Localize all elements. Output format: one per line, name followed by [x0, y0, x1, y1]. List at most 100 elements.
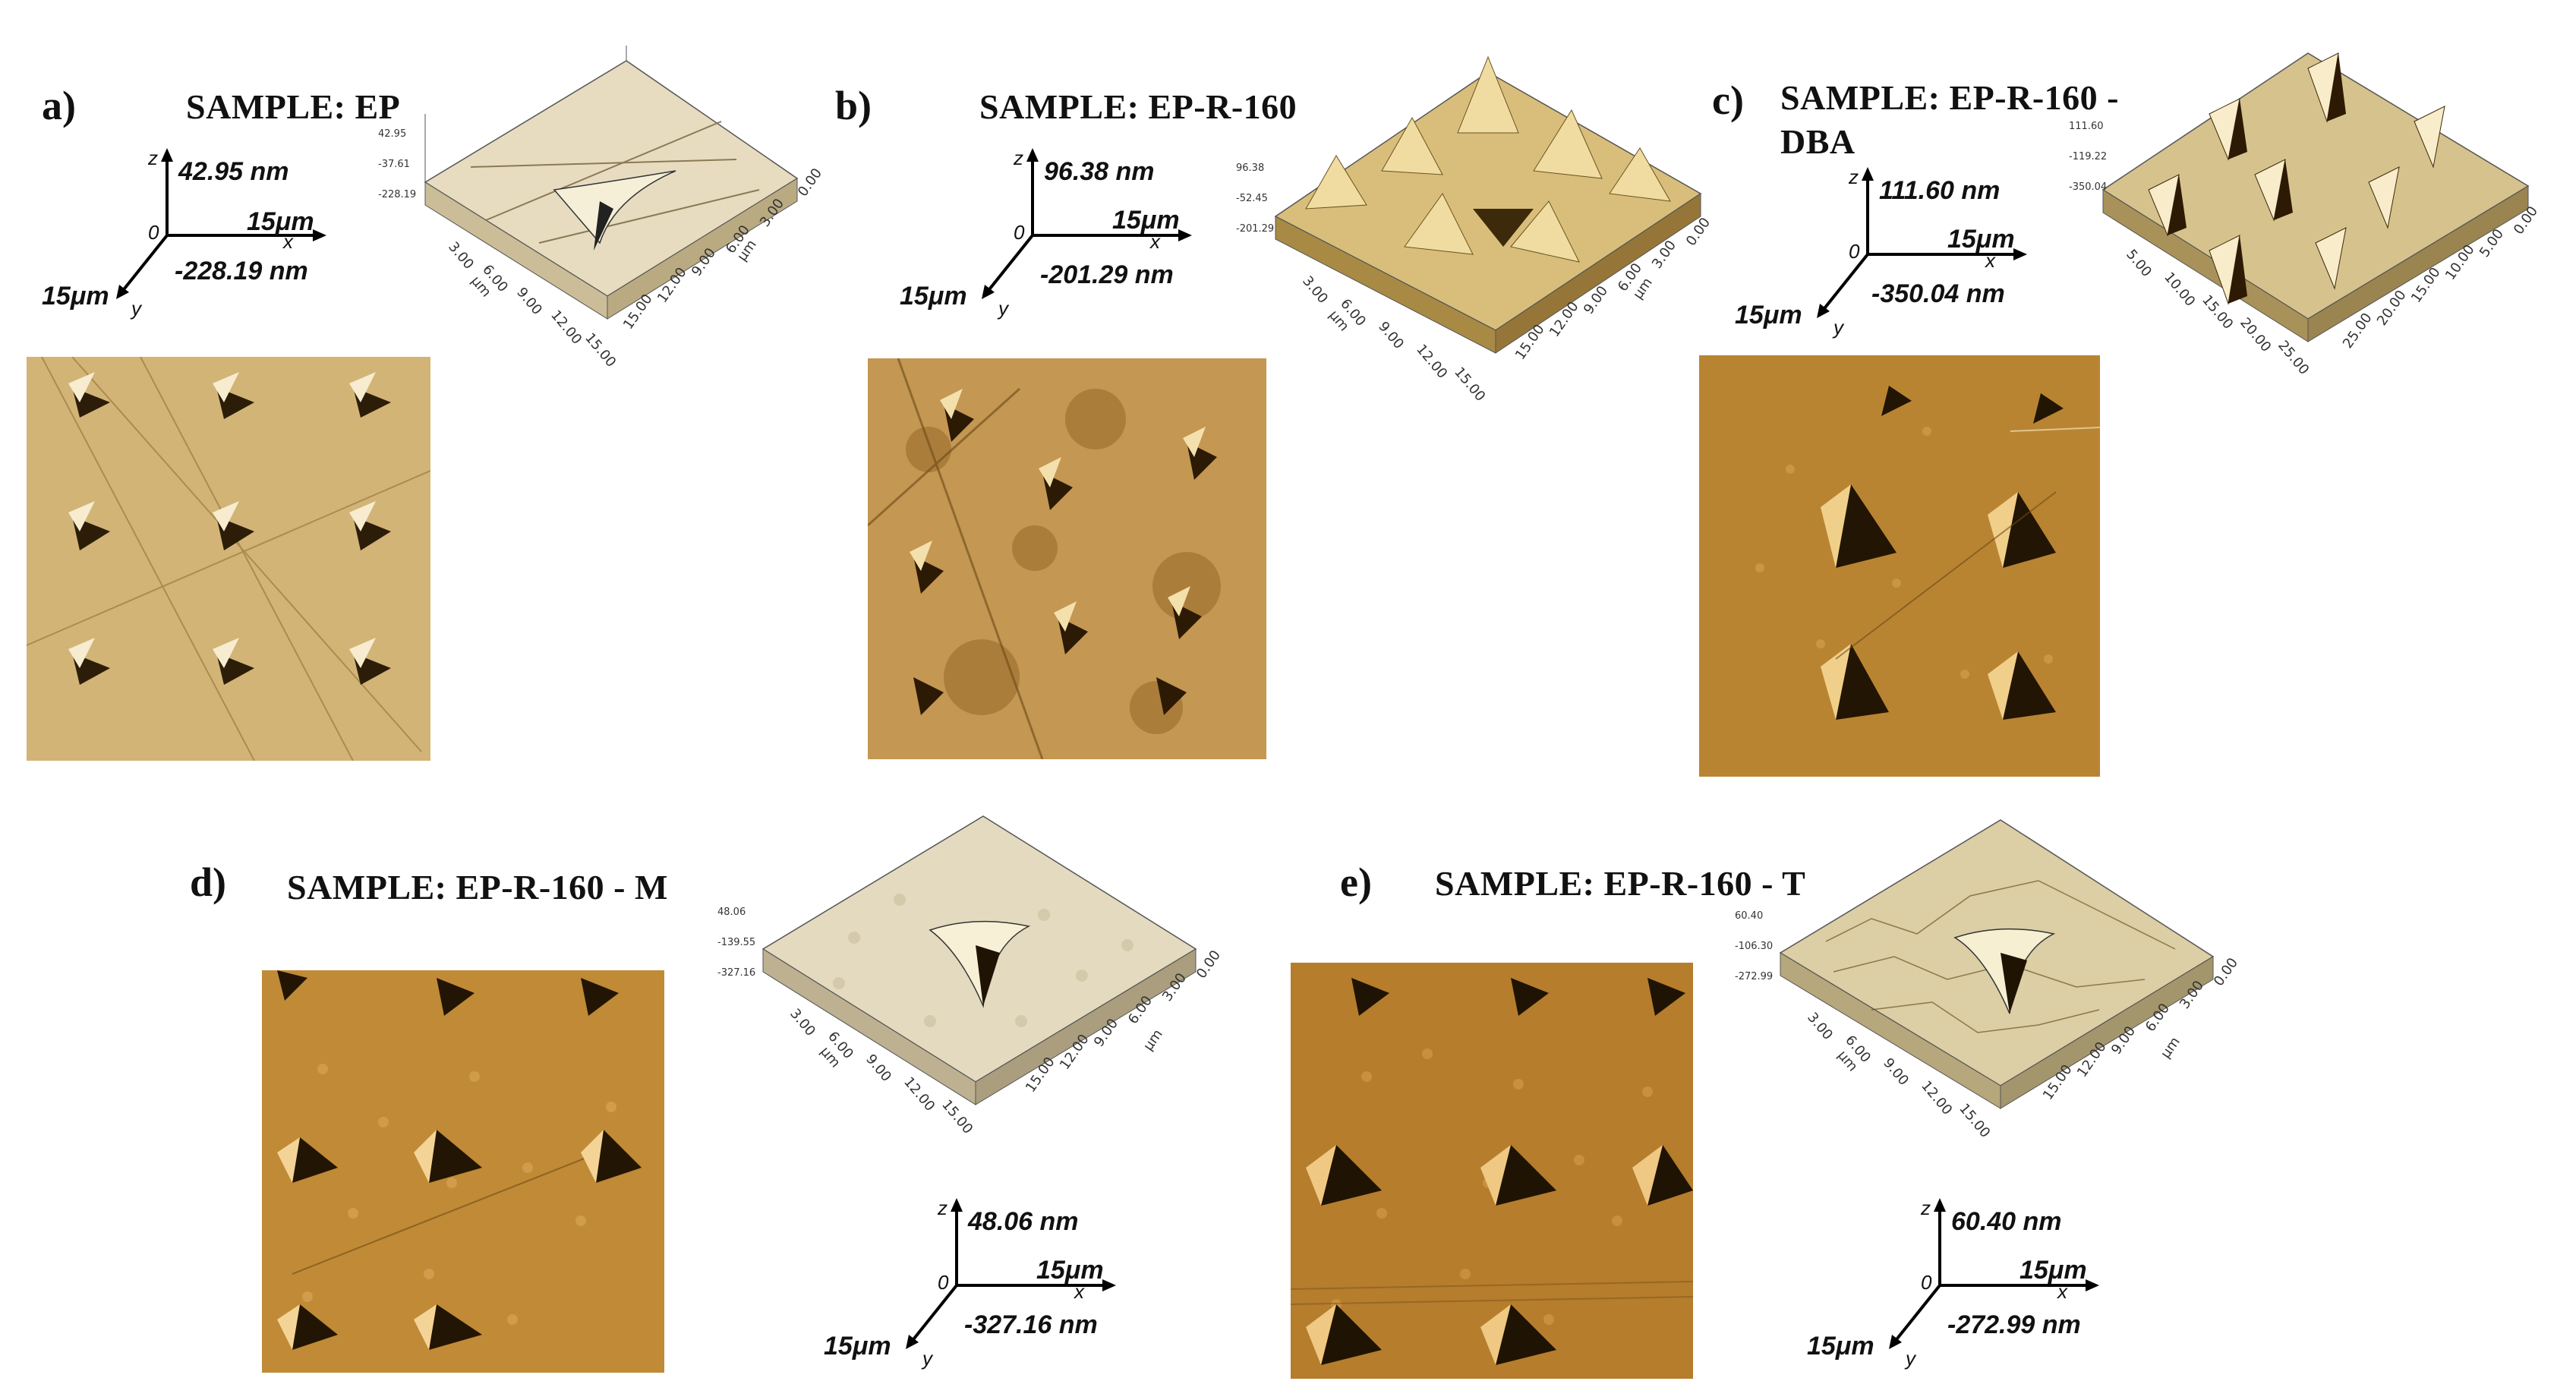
- origin-label: 0: [1921, 1271, 1932, 1294]
- x-length-value: 15μm: [2019, 1256, 2087, 1285]
- surface-tick: 15.00: [1451, 364, 1488, 405]
- surface-tick: 0.00: [795, 166, 825, 200]
- y-length-value: 15μm: [1807, 1332, 1874, 1361]
- axis-y-label: y: [998, 297, 1008, 320]
- surface-3d-b: 96.38 -52.45 -201.29 3.00 6.00 9.00 12.0…: [1215, 42, 1714, 440]
- sample-title-e: SAMPLE: EP-R-160 - T: [1435, 864, 1806, 903]
- axis-y-label: y: [131, 297, 141, 320]
- surface-plot: 111.60 -119.22 -350.04 5.00 10.00 15.00 …: [2069, 52, 2541, 378]
- axis-diagram-c: z 111.60 nm 0 15μm x -350.04 nm 15μm y: [1731, 159, 2080, 349]
- surface-tick: 10.00: [2161, 270, 2198, 310]
- panel-label-c: c): [1712, 77, 1744, 123]
- axis-x-label: x: [1074, 1280, 1084, 1303]
- y-length-value: 15μm: [824, 1332, 891, 1361]
- surface-ztick: 48.06: [717, 907, 746, 918]
- y-length-value: 15μm: [1735, 301, 1802, 330]
- axis-y-label: y: [922, 1347, 932, 1370]
- surface-ztick: -272.99: [1735, 971, 1773, 982]
- axis-lines: [906, 1198, 1116, 1349]
- origin-label: 0: [148, 221, 159, 244]
- axis-lines: [1889, 1198, 2099, 1349]
- surface-tick: 15.00: [938, 1097, 976, 1137]
- panel-label-a: a): [42, 83, 76, 128]
- surface-tick: 0.00: [2211, 955, 2241, 989]
- afm-image-e: [1291, 963, 1693, 1379]
- surface-tick: 3.00: [1804, 1010, 1836, 1043]
- axis-lines: [116, 148, 326, 299]
- surface-ztick: -52.45: [1236, 193, 1268, 204]
- surface-ztick: -139.55: [717, 937, 755, 948]
- axis-z-label: z: [938, 1197, 947, 1219]
- y-length-value: 15μm: [42, 282, 109, 311]
- surface-ztick: -119.22: [2069, 151, 2107, 162]
- axis-lines: [1817, 167, 2027, 318]
- surface-plot: 42.95 -37.61 -228.19 3.00 6.00 9.00 12.0…: [378, 46, 825, 370]
- afm-image-d: [262, 970, 664, 1373]
- surface-tick: 9.00: [1375, 319, 1407, 352]
- z-min-value: -272.99 nm: [1947, 1310, 2081, 1339]
- afm-image-a: [27, 357, 430, 761]
- surface-ztick: -37.61: [378, 159, 410, 170]
- x-length-value: 15μm: [1112, 206, 1180, 235]
- axis-diagram-d: z 48.06 nm 0 15μm x -327.16 nm 15μm y: [805, 1190, 1154, 1380]
- axis-lines: [982, 148, 1192, 299]
- surface-ztick: 42.95: [378, 128, 406, 140]
- indent-feature: [553, 170, 676, 244]
- surface-tick: 12.00: [547, 307, 585, 348]
- panel-label-d: d): [190, 859, 227, 905]
- axis-y-label: y: [1833, 316, 1843, 339]
- axis-diagram-a: z 42.95 nm 0 15μm x -228.19 nm 15μm y: [42, 140, 391, 330]
- surface-tick: 20.00: [2237, 315, 2274, 355]
- origin-label: 0: [1014, 221, 1025, 244]
- surface-tick: 25.00: [2275, 338, 2312, 378]
- surface-ztick: -327.16: [717, 967, 755, 979]
- axis-z-label: z: [1921, 1197, 1931, 1219]
- surface-tick: 9.00: [862, 1052, 894, 1085]
- surface-tick: 12.00: [1413, 342, 1450, 382]
- x-length-value: 15μm: [1947, 225, 2015, 254]
- surface-ztick: -350.04: [2069, 181, 2107, 193]
- y-length-value: 15μm: [900, 282, 967, 311]
- surface-ztick: -228.19: [378, 189, 416, 200]
- z-max-value: 60.40 nm: [1951, 1207, 2062, 1236]
- surface-unit: μm: [1140, 1026, 1166, 1054]
- surface-tick: 0.00: [1193, 948, 1224, 982]
- surface-ztick: 111.60: [2069, 121, 2104, 132]
- surface-ztick: -106.30: [1735, 941, 1773, 952]
- surface-side-right: [607, 178, 798, 320]
- z-min-value: -228.19 nm: [175, 257, 308, 285]
- axis-x-label: x: [1150, 230, 1160, 253]
- sample-title-b: SAMPLE: EP-R-160: [979, 87, 1297, 126]
- panel-label-e: e): [1340, 859, 1372, 905]
- axis-diagram-e: z 60.40 nm 0 15μm x -272.99 nm 15μm y: [1796, 1190, 2145, 1380]
- z-min-value: -201.29 nm: [1040, 260, 1174, 289]
- z-min-value: -350.04 nm: [1871, 279, 2005, 308]
- z-max-value: 111.60 nm: [1879, 176, 2001, 205]
- surface-plot: 60.40 -106.30 -272.99 3.00 6.00 9.00 12.…: [1735, 819, 2241, 1141]
- surface-3d-c: 111.60 -119.22 -350.04 5.00 10.00 15.00 …: [2057, 38, 2559, 437]
- surface-plot: 96.38 -52.45 -201.29 3.00 6.00 9.00 12.0…: [1236, 55, 1714, 405]
- surface-tick: 5.00: [2123, 247, 2155, 280]
- afm-image-b: [868, 358, 1266, 759]
- surface-tick: 12.00: [900, 1074, 938, 1115]
- axis-x-label: x: [2057, 1280, 2067, 1303]
- surface-3d-a: 42.95 -37.61 -228.19 3.00 6.00 9.00 12.0…: [357, 46, 825, 444]
- z-max-value: 48.06 nm: [968, 1207, 1079, 1236]
- x-length-value: 15μm: [247, 207, 314, 236]
- axis-z-label: z: [1849, 166, 1859, 188]
- surface-tick: 15.00: [1956, 1101, 1993, 1141]
- surface-3d-d: 48.06 -139.55 -327.16 3.00 6.00 9.00 12.…: [702, 809, 1234, 1207]
- x-length-value: 15μm: [1036, 1256, 1104, 1285]
- sample-title-a: SAMPLE: EP: [186, 87, 401, 126]
- axis-z-label: z: [148, 147, 158, 169]
- surface-tick: 3.00: [1299, 273, 1331, 307]
- panel-label-b: b): [835, 83, 872, 128]
- axis-y-label: y: [1906, 1347, 1915, 1370]
- surface-unit: μm: [2158, 1034, 2183, 1061]
- sample-title-c-line2: DBA: [1780, 121, 1856, 161]
- origin-label: 0: [938, 1271, 949, 1294]
- surface-3d-e: 60.40 -106.30 -272.99 3.00 6.00 9.00 12.…: [1720, 805, 2251, 1203]
- origin-label: 0: [1849, 240, 1860, 263]
- surface-plot: 48.06 -139.55 -327.16 3.00 6.00 9.00 12.…: [717, 815, 1224, 1137]
- surface-ztick: -201.29: [1236, 223, 1274, 235]
